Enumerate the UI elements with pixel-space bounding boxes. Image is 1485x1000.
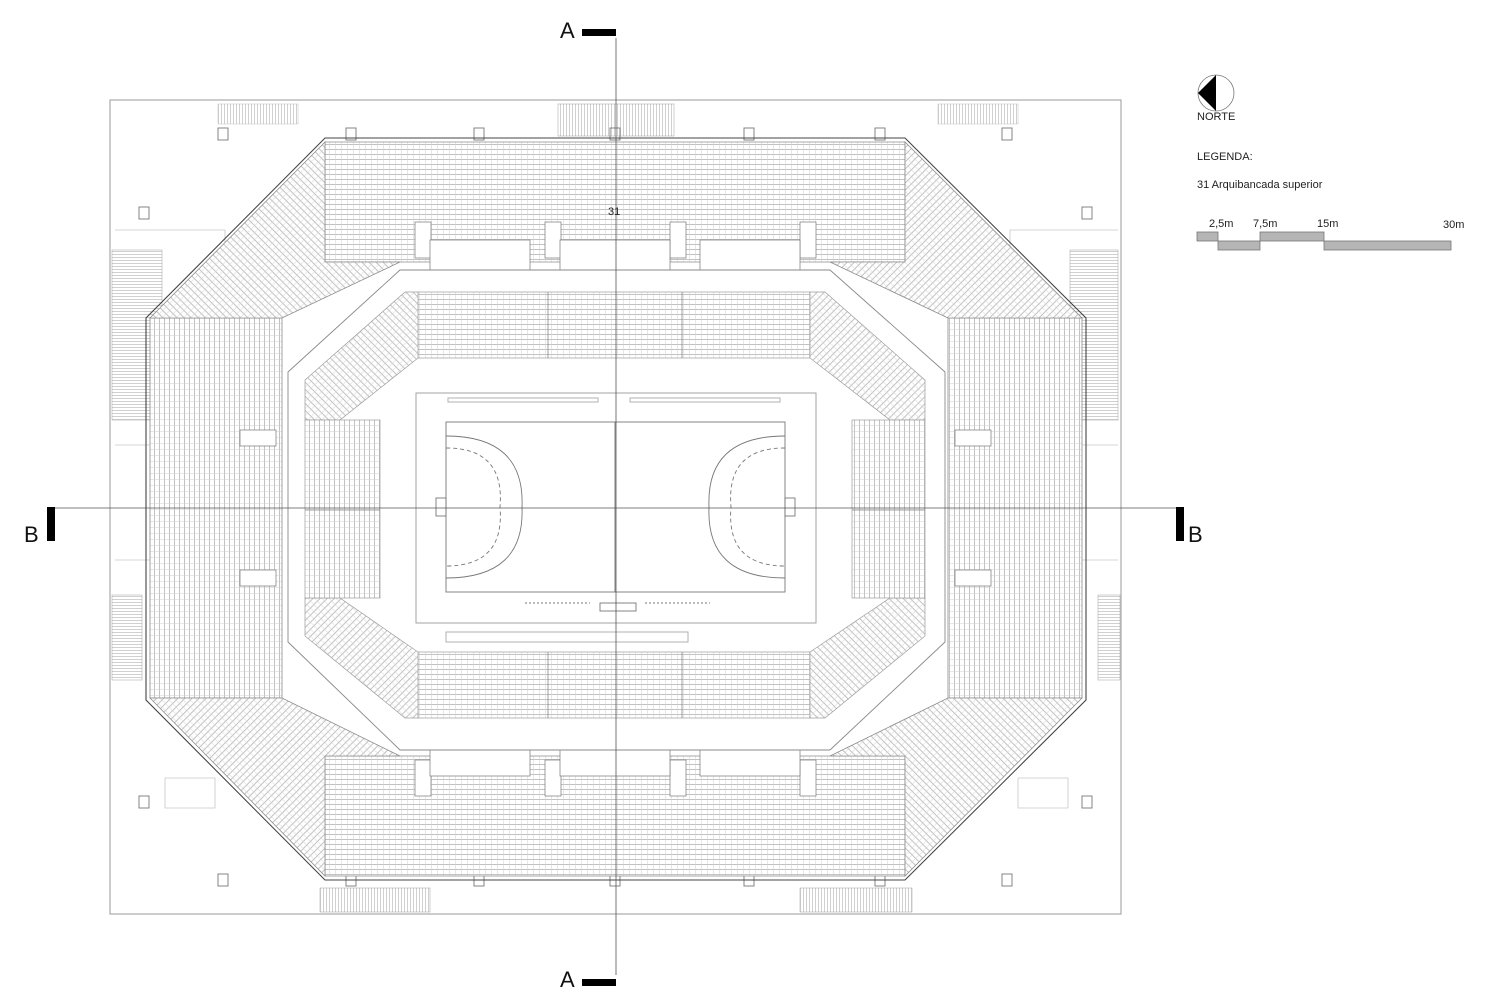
tribune-row-south <box>445 631 689 643</box>
scale-seg-1 <box>1196 231 1219 242</box>
entrance-stair-south-left <box>319 887 431 913</box>
legend-heading: LEGENDA: <box>1197 151 1253 163</box>
scale-label-7-5m: 7,5m <box>1253 218 1278 230</box>
media-row-north-right <box>629 397 781 403</box>
scale-label-2-5m: 2,5m <box>1209 218 1234 230</box>
upper-stand-ne <box>829 141 1083 319</box>
scale-bar <box>1196 231 1452 251</box>
free-throw-line-right <box>730 447 786 567</box>
lower-stand-south <box>417 651 811 719</box>
section-label-b-left: B <box>24 522 39 547</box>
ramp-nw <box>217 103 299 125</box>
section-cut-lines <box>55 38 1180 975</box>
lower-stand-east <box>851 419 926 599</box>
site-boundary <box>109 99 1122 915</box>
section-label-a-top: A <box>560 18 575 43</box>
upper-tier-stands <box>149 141 1083 877</box>
cut-marker-a-top <box>582 29 616 36</box>
lower-stand-north <box>417 291 811 359</box>
section-label-b-right: B <box>1188 522 1203 547</box>
scale-seg-4 <box>1323 240 1452 251</box>
entrance-stair-south-right <box>799 887 913 913</box>
media-row-north <box>447 397 599 403</box>
ramp-ne <box>937 103 1019 125</box>
north-arrow-icon <box>1197 74 1235 112</box>
arena-outer-outline <box>145 137 1087 881</box>
scale-seg-3 <box>1259 231 1325 242</box>
lower-stand-west <box>304 419 381 599</box>
goal-area-left <box>445 435 523 579</box>
lower-tier-stands <box>304 291 926 719</box>
lower-tier-aisles <box>305 292 925 718</box>
cut-marker-b-left <box>47 507 55 541</box>
scale-label-15m: 15m <box>1317 218 1339 230</box>
goal-right <box>784 497 796 517</box>
section-label-a-bottom: A <box>560 967 575 992</box>
upper-stand-se <box>829 697 1083 877</box>
cut-marker-b-right <box>1176 507 1184 541</box>
upper-stand-nw <box>149 141 401 319</box>
scale-seg-2 <box>1217 240 1261 251</box>
free-throw-line-left <box>445 447 501 567</box>
goal-area-right <box>708 435 786 579</box>
zone-label-31: 31 <box>608 206 621 218</box>
concourse-ring <box>287 269 946 751</box>
scorers-table <box>599 602 637 612</box>
entrance-stair-west-lower <box>111 594 143 681</box>
north-label: NORTE <box>1197 111 1236 123</box>
legend-item: 31 Arquibancada superior <box>1197 179 1323 191</box>
cut-marker-a-bottom <box>582 979 616 986</box>
entrance-stair-east-lower <box>1097 594 1121 681</box>
upper-stand-sw <box>149 697 401 877</box>
section-cut-markers <box>47 29 1184 986</box>
goal-left <box>435 497 447 517</box>
scale-label-30m: 30m <box>1443 219 1465 231</box>
